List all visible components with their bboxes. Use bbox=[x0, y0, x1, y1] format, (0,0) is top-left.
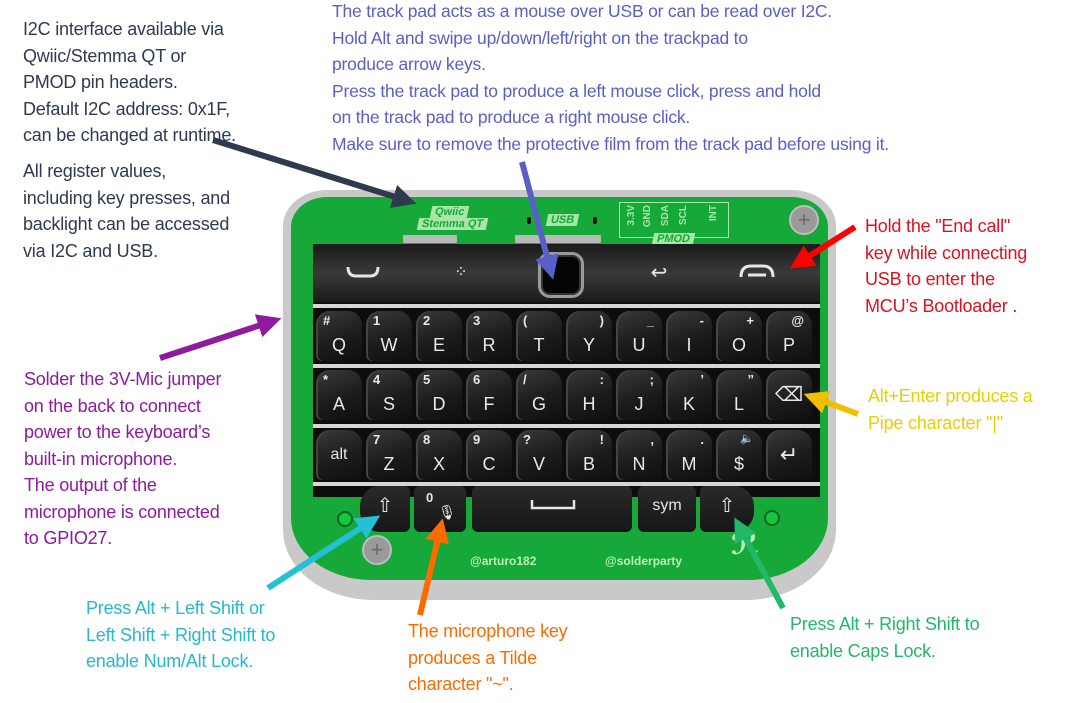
key-l[interactable]: ”L bbox=[716, 370, 762, 420]
row-separator bbox=[313, 364, 820, 368]
usb-connector bbox=[515, 235, 601, 243]
trackpad[interactable] bbox=[538, 252, 584, 298]
shift-icon: ⇧ bbox=[376, 495, 394, 517]
backspace-icon: ⌫ bbox=[774, 384, 804, 406]
num-lock-note: Press Alt + Left Shift or Left Shift + R… bbox=[86, 598, 276, 671]
key-backspace[interactable]: ⌫ bbox=[766, 370, 812, 420]
i2c-interface-note: I2C interface available via Qwiic/Stemma… bbox=[23, 19, 236, 145]
speaker-icon: 🔈 bbox=[740, 433, 754, 445]
key-alt[interactable]: alt bbox=[316, 430, 362, 480]
key-dollar[interactable]: 🔈$ bbox=[716, 430, 762, 480]
credit-arturo182: @arturo182 bbox=[470, 554, 537, 568]
back-icon[interactable]: ↩ bbox=[650, 262, 668, 284]
stemma-qt-label: Stemma QT bbox=[416, 218, 489, 230]
key-t[interactable]: (T bbox=[516, 311, 562, 361]
key-space[interactable] bbox=[472, 486, 632, 532]
key-microphone[interactable]: 0 🎙 bbox=[414, 486, 466, 532]
qwiic-connector bbox=[403, 235, 457, 243]
nav-bar: ⁘ ↩ bbox=[313, 244, 820, 302]
key-q[interactable]: #Q bbox=[316, 311, 362, 361]
key-a[interactable]: *A bbox=[316, 370, 362, 420]
caps-lock-note: Press Alt + Right Shift to enable Caps L… bbox=[790, 614, 980, 661]
key-j[interactable]: ;J bbox=[616, 370, 662, 420]
tilde-note: The microphone key produces a Tilde char… bbox=[408, 621, 568, 694]
enter-icon: ↵ bbox=[779, 442, 799, 467]
key-v[interactable]: ?V bbox=[516, 430, 562, 480]
key-right-shift[interactable]: ⇧ bbox=[700, 486, 754, 532]
key-p[interactable]: @P bbox=[766, 311, 812, 361]
trackpad-note: The track pad acts as a mouse over USB o… bbox=[332, 1, 889, 154]
row-separator bbox=[313, 304, 820, 308]
row-separator bbox=[313, 424, 820, 428]
space-icon bbox=[530, 500, 576, 510]
credit-solderparty: @solderparty bbox=[605, 554, 683, 568]
arrow-mic-jumper bbox=[159, 314, 282, 361]
row-separator bbox=[313, 482, 820, 486]
key-i[interactable]: -I bbox=[666, 311, 712, 361]
key-n[interactable]: ,N bbox=[616, 430, 662, 480]
register-values-note: All register values, including key press… bbox=[23, 161, 230, 261]
key-left-shift[interactable]: ⇧ bbox=[360, 486, 410, 532]
mounting-hole-right bbox=[764, 510, 780, 526]
pmod-pin-scl: SCL bbox=[678, 205, 689, 225]
bottom-key-row: ⇧ 0 🎙 sym ⇧ bbox=[340, 486, 770, 536]
usb-label: USB bbox=[545, 214, 580, 226]
pmod-pin-gnd: GND bbox=[642, 205, 653, 228]
key-o[interactable]: +O bbox=[716, 311, 762, 361]
key-g[interactable]: /G bbox=[516, 370, 562, 420]
key-b[interactable]: !B bbox=[566, 430, 612, 480]
key-y[interactable]: )Y bbox=[566, 311, 612, 361]
key-h[interactable]: :H bbox=[566, 370, 612, 420]
usb-led-left bbox=[527, 217, 531, 224]
blackberry-menu-icon[interactable]: ⁘ bbox=[454, 264, 468, 281]
microphone-jumper-note: Solder the 3V-Mic jumper on the back to … bbox=[24, 369, 222, 548]
microphone-icon: 🎙 bbox=[438, 504, 456, 520]
pmod-pin-sda: SDA bbox=[660, 205, 671, 227]
shift-icon: ⇧ bbox=[718, 495, 736, 517]
screw-top-right bbox=[789, 205, 819, 235]
end-call-icon[interactable] bbox=[737, 258, 777, 288]
key-u[interactable]: _U bbox=[616, 311, 662, 361]
usb-led-right bbox=[593, 217, 597, 224]
screw-bottom-left bbox=[362, 535, 392, 565]
pmod-pin-int: INT bbox=[708, 205, 719, 222]
key-k[interactable]: ’K bbox=[666, 370, 712, 420]
call-icon[interactable] bbox=[343, 258, 383, 288]
end-call-note: Hold the "End call" key while connecting… bbox=[865, 216, 1028, 316]
pmod-pin-3v3: 3.3V bbox=[626, 205, 637, 226]
key-enter[interactable]: ↵ bbox=[766, 430, 812, 480]
key-zero-label: 0 bbox=[426, 490, 434, 505]
key-m[interactable]: .M bbox=[666, 430, 712, 480]
qwiic-label: Qwiic bbox=[429, 206, 470, 218]
key-sym[interactable]: sym bbox=[638, 486, 696, 532]
alt-enter-note: Alt+Enter produces a Pipe character "|" bbox=[868, 386, 1033, 433]
